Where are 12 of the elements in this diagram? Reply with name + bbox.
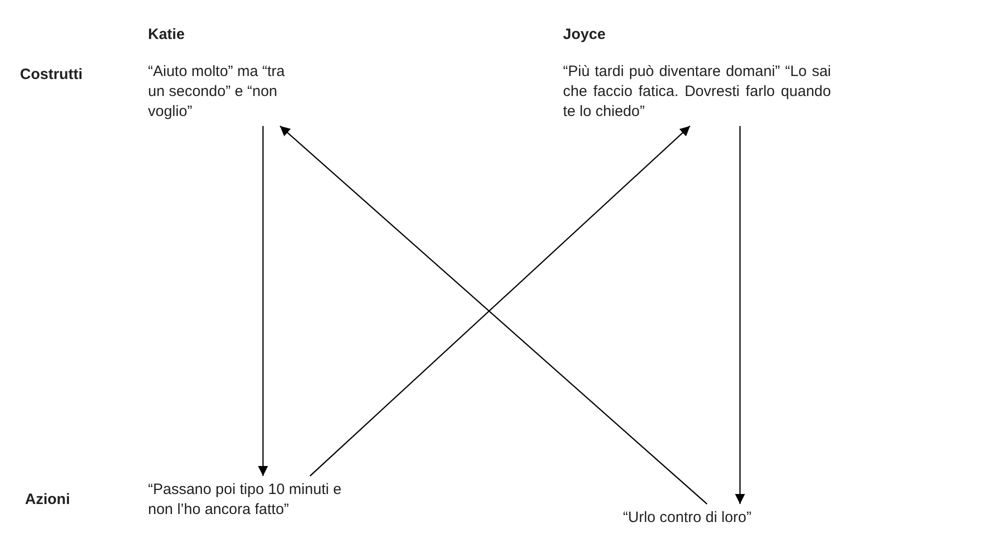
quote-text: “Aiuto molto” ma “tra un secondo” e “non voglio” bbox=[148, 62, 286, 122]
arrow bbox=[310, 126, 690, 476]
column-heading: Joyce bbox=[563, 26, 606, 43]
quote-text: “Urlo contro di loro” bbox=[623, 508, 752, 528]
arrow bbox=[258, 126, 268, 476]
row-heading: Costrutti bbox=[20, 66, 82, 83]
arrow bbox=[280, 126, 708, 504]
column-heading: Katie bbox=[148, 26, 185, 43]
arrow bbox=[735, 126, 745, 504]
quote-text: “Più tardi può diventare domani” “Lo sai che faccio fatica. Dovresti farlo quando te lo chiedo” bbox=[563, 62, 831, 122]
row-heading: Azioni bbox=[25, 491, 70, 508]
quote-text: “Passano poi tipo 10 minuti e non l’ho ancora fatto” bbox=[148, 480, 342, 520]
